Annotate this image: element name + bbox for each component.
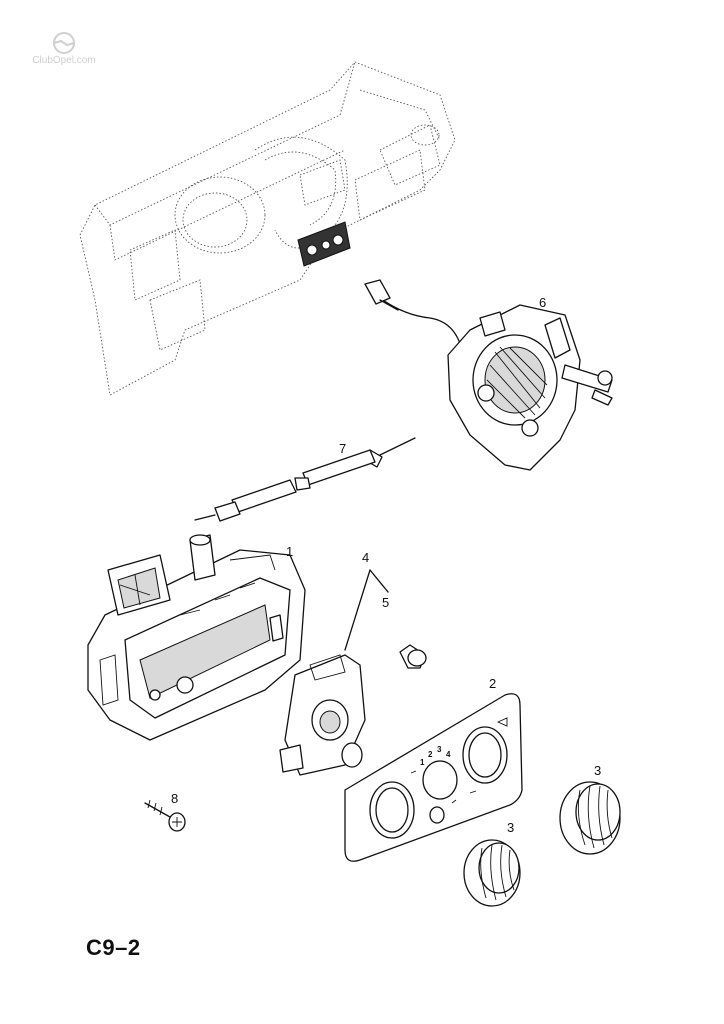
part-8-screw: [144, 799, 186, 832]
fan-speed-mark-4: 4: [446, 750, 451, 759]
callout-7: 7: [339, 441, 346, 456]
fan-speed-mark-1: 1: [420, 758, 425, 767]
part-2-fascia-panel: [344, 693, 523, 862]
part-7-control-cable: [194, 437, 416, 522]
callout-2: 2: [489, 676, 496, 691]
part-5-bulb: [399, 644, 427, 669]
page-code-label: C9–2: [86, 935, 141, 960]
part-3-control-knob-right: [559, 781, 621, 855]
callout-5: 5: [382, 595, 389, 610]
callout-4: 4: [362, 550, 369, 565]
callout-3-left: 3: [507, 820, 514, 835]
fan-speed-mark-2: 2: [428, 750, 433, 759]
part-1-control-housing: [87, 534, 306, 741]
clubopel-watermark-logo: ClubOpel.com: [32, 32, 96, 66]
svg-text:ClubOpel.com: ClubOpel.com: [32, 55, 95, 66]
part-6-flap-housing: [364, 279, 613, 471]
fan-speed-mark-3: 3: [437, 745, 442, 754]
callout-3-right: 3: [594, 763, 601, 778]
callout-1: 1: [286, 544, 293, 559]
part-3-control-knob-left: [463, 839, 521, 907]
part-4-switch-assembly: [279, 569, 389, 776]
callout-6: 6: [539, 295, 546, 310]
callout-8: 8: [171, 791, 178, 806]
dashboard-outline: [79, 61, 456, 396]
